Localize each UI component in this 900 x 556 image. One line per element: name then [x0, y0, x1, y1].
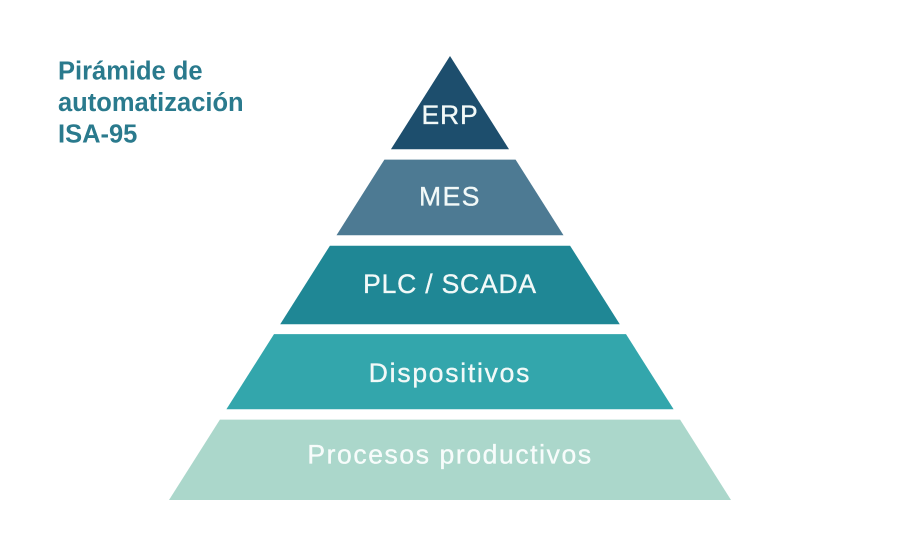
- svg-text:MES: MES: [419, 182, 481, 212]
- svg-text:ERP: ERP: [422, 100, 479, 130]
- svg-text:Dispositivos: Dispositivos: [369, 358, 531, 388]
- svg-text:automatización: automatización: [58, 89, 244, 117]
- svg-text:Procesos productivos: Procesos productivos: [307, 440, 592, 470]
- svg-text:ISA-95: ISA-95: [58, 121, 137, 149]
- svg-text:Pirámide de: Pirámide de: [58, 58, 203, 86]
- svg-text:PLC / SCADA: PLC / SCADA: [363, 269, 537, 299]
